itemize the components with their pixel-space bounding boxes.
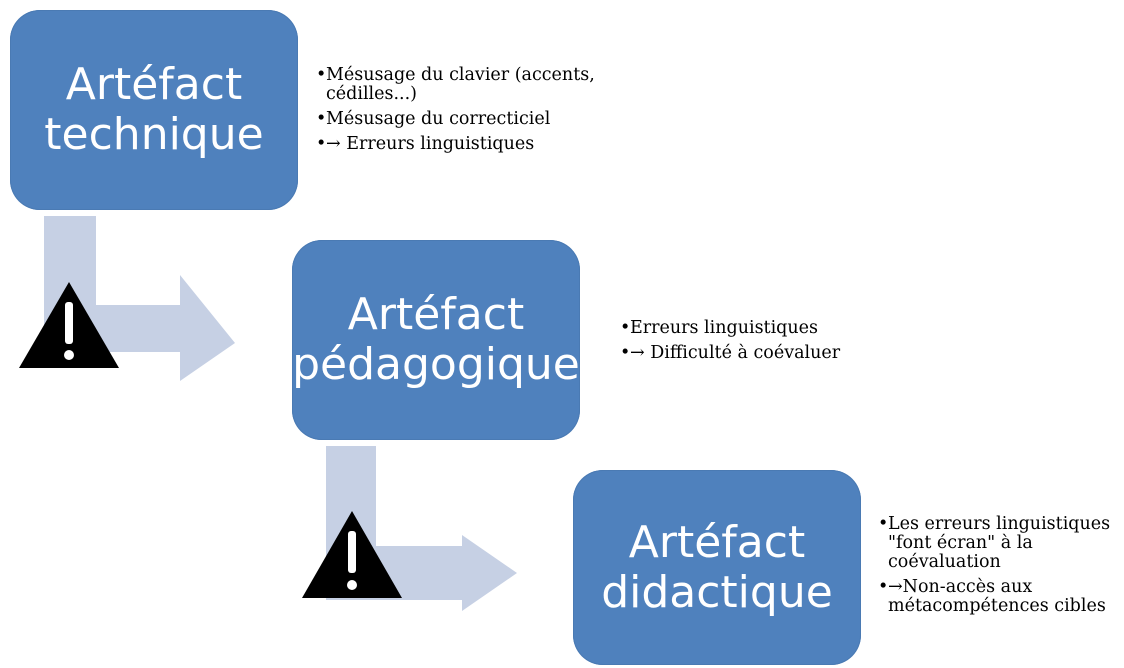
warning-icon-2: [302, 511, 402, 598]
bullet-item: Mésusage du correcticiel: [316, 110, 606, 130]
bullet-item: → Difficulté à coévaluer: [620, 344, 880, 364]
step-box-pedagogique: Artéfact pédagogique: [292, 240, 580, 440]
step-title-line1: Artéfact: [65, 59, 243, 110]
bullet-item: Erreurs linguistiques: [620, 319, 880, 339]
step-title-line2: pédagogique: [292, 339, 580, 390]
step-title-line2: didactique: [601, 566, 833, 618]
step-bullets-didactique: Les erreurs linguistiques "font écran" à…: [878, 515, 1116, 622]
bullet-item: Mésusage du clavier (accents, cédilles..…: [316, 66, 606, 104]
step-box-technique: Artéfact technique: [10, 10, 298, 210]
step-title-line1: Artéfact: [347, 289, 525, 340]
bullet-item: → Erreurs linguistiques: [316, 135, 606, 155]
step-title-line1: Artéfact: [628, 516, 806, 568]
step-bullets-technique: Mésusage du clavier (accents, cédilles..…: [316, 66, 606, 160]
bullet-item: Les erreurs linguistiques "font écran" à…: [878, 515, 1116, 572]
step-bullets-pedagogique: Erreurs linguistiques → Difficulté à coé…: [620, 319, 880, 369]
bullet-item: →Non-accès aux métacompétences cibles: [878, 578, 1116, 616]
step-box-didactique: Artéfact didactique: [573, 470, 861, 665]
step-title-line2: technique: [44, 109, 264, 160]
warning-icon-1: [19, 282, 119, 368]
